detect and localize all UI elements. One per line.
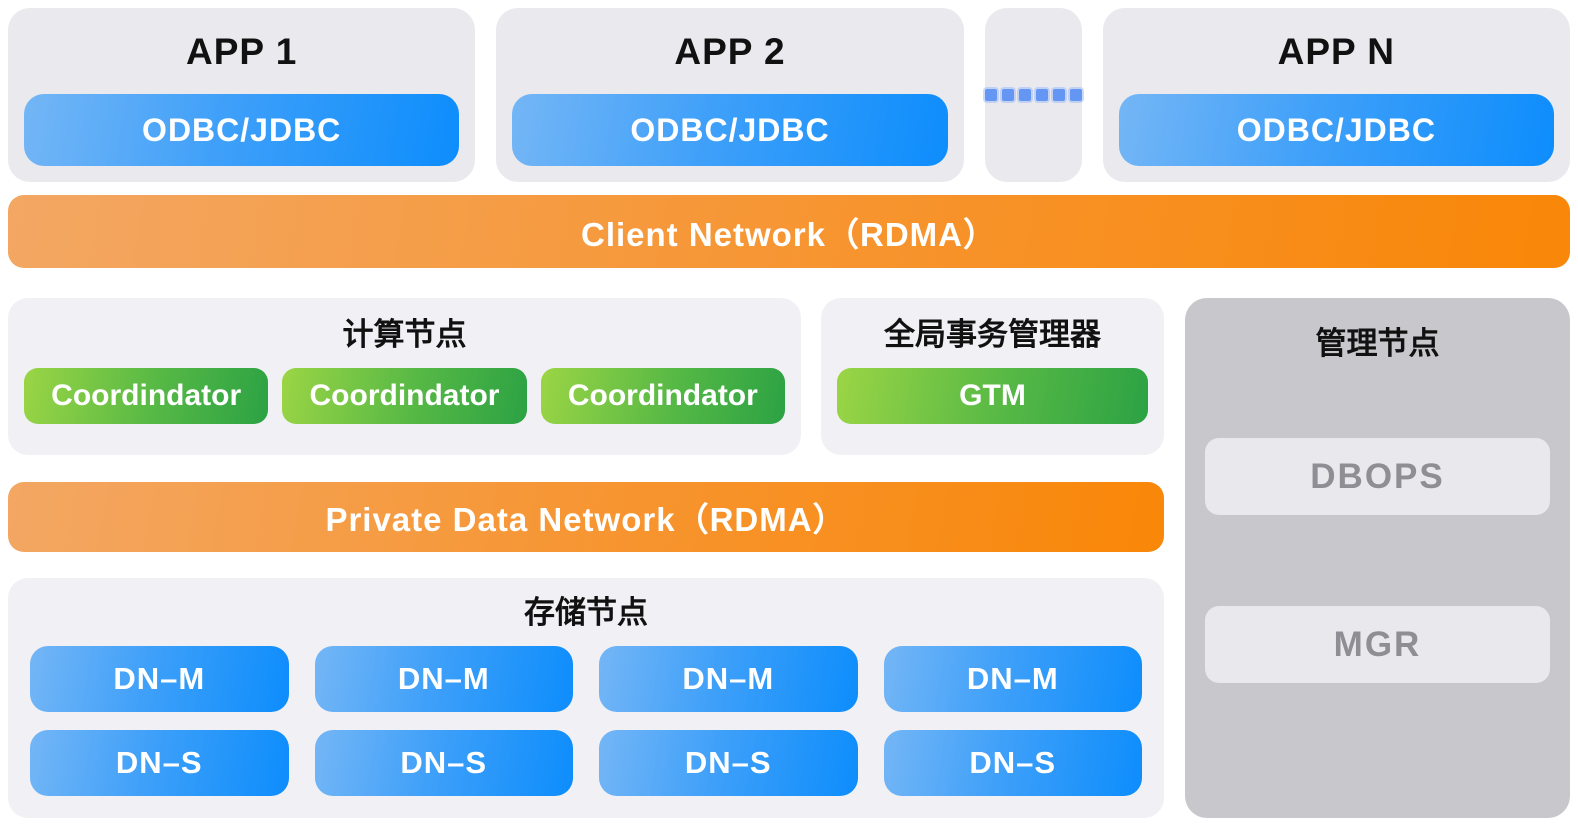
dn-standby-pill: DN–S: [314, 730, 573, 796]
compute-node-panel: 计算节点 Coordindator Coordindator Coordinda…: [8, 298, 801, 455]
odbc-jdbc-pill: ODBC/JDBC: [512, 94, 948, 166]
app-panel-1: APP 1 ODBC/JDBC: [8, 8, 476, 182]
apps-row: APP 1 ODBC/JDBC APP 2 ODBC/JDBC APP N OD…: [8, 8, 1570, 182]
gtm-pill: GTM: [837, 368, 1148, 424]
datanode-grid: DN–M DN–M DN–M DN–M DN–S DN–S DN–S DN–S: [22, 646, 1150, 796]
dn-master-pill: DN–M: [599, 646, 858, 712]
private-data-network-bar: Private Data Network（RDMA）: [8, 482, 1164, 552]
dn-master-pill: DN–M: [30, 646, 289, 712]
gtm-panel: 全局事务管理器 GTM: [821, 298, 1164, 455]
left-column: 计算节点 Coordindator Coordindator Coordinda…: [8, 298, 1164, 818]
coordinator-pill: Coordindator: [24, 368, 269, 424]
app-panel-2: APP 2 ODBC/JDBC: [496, 8, 964, 182]
dbops-box: DBOPS: [1205, 438, 1550, 515]
compute-gtm-row: 计算节点 Coordindator Coordindator Coordinda…: [8, 298, 1164, 455]
compute-node-title: 计算节点: [342, 317, 467, 352]
main-area: 计算节点 Coordindator Coordindator Coordinda…: [8, 298, 1570, 818]
dn-standby-pill: DN–S: [30, 730, 289, 796]
dn-master-pill: DN–M: [883, 646, 1142, 712]
storage-node-title: 存储节点: [524, 595, 648, 630]
gtm-title: 全局事务管理器: [884, 317, 1101, 352]
storage-node-panel: 存储节点 DN–M DN–M DN–M DN–M DN–S DN–S DN–S …: [8, 578, 1164, 818]
ellipsis-dot: [1069, 89, 1082, 101]
dn-standby-pill: DN–S: [883, 730, 1142, 796]
app-title: APP N: [1277, 31, 1396, 72]
coordinator-pill: Coordindator: [540, 368, 785, 424]
coordinator-list: Coordindator Coordindator Coordindator: [24, 368, 785, 441]
ellipsis-dots: [984, 8, 1082, 182]
odbc-jdbc-pill: ODBC/JDBC: [1118, 94, 1554, 166]
ellipsis-dot: [1001, 89, 1014, 101]
client-network-bar: Client Network（RDMA）: [8, 195, 1570, 268]
ellipsis-dot: [1052, 89, 1065, 101]
app-title: APP 2: [674, 31, 786, 72]
app-title: APP 1: [186, 31, 298, 72]
management-node-title: 管理节点: [1315, 326, 1440, 361]
ellipsis-dot: [1035, 89, 1048, 101]
management-node-panel: 管理节点 DBOPS MGR: [1185, 298, 1570, 818]
ellipsis-dot: [1018, 89, 1031, 101]
ellipsis-dot: [984, 89, 997, 101]
mgr-box: MGR: [1205, 606, 1550, 683]
odbc-jdbc-pill: ODBC/JDBC: [24, 94, 460, 166]
dn-standby-pill: DN–S: [599, 730, 858, 796]
dn-master-pill: DN–M: [314, 646, 573, 712]
coordinator-pill: Coordindator: [282, 368, 527, 424]
app-panel-n: APP N ODBC/JDBC: [1102, 8, 1570, 182]
